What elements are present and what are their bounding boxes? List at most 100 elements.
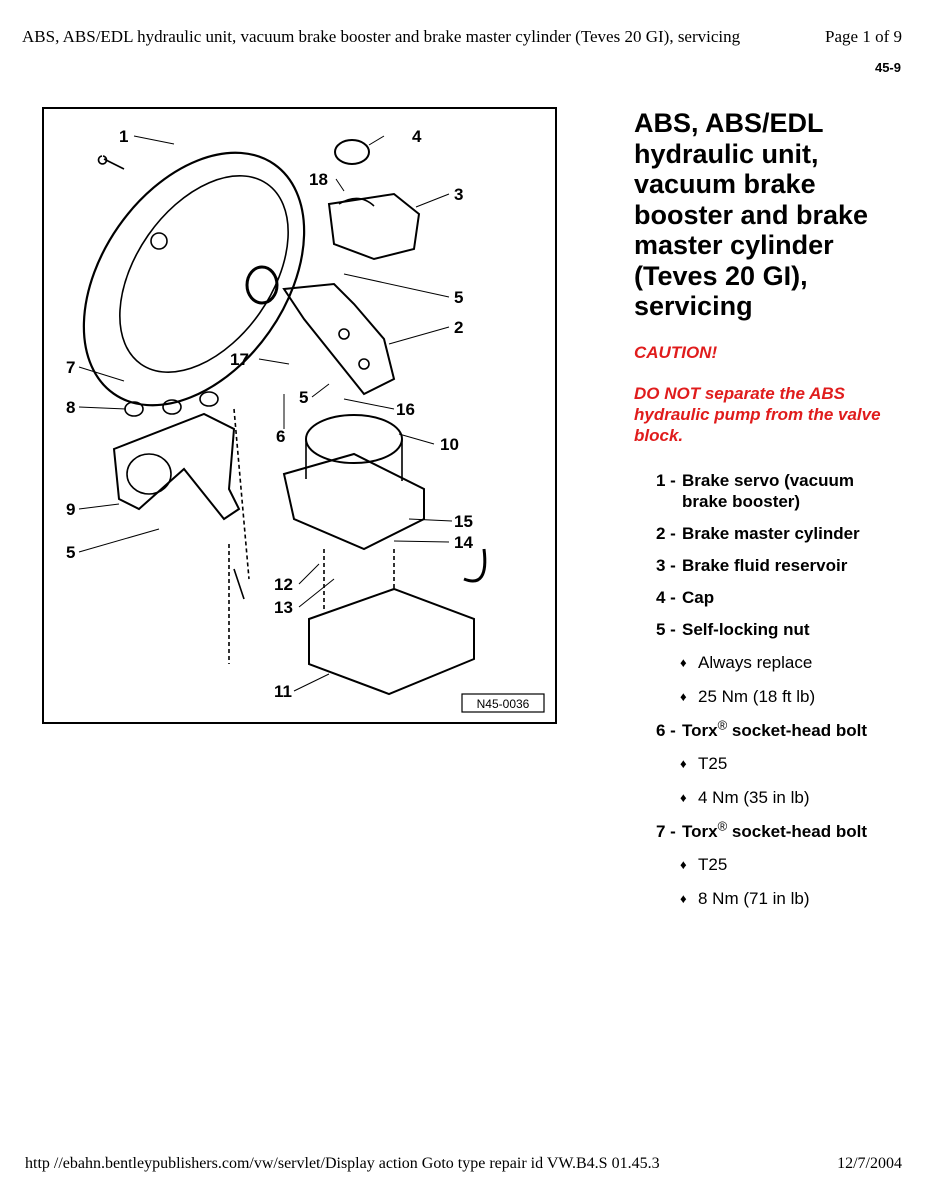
item-label: Brake master cylinder — [682, 523, 860, 543]
leader-7 — [78, 366, 125, 382]
callout-18: 18 — [309, 170, 328, 189]
list-item: 6 - Torx® socket-head bolt — [656, 716, 909, 741]
right-column: ABS, ABS/EDL hydraulic unit, vacuum brak… — [634, 108, 909, 922]
leader-1 — [133, 135, 175, 145]
list-item: 7 - Torx® socket-head bolt — [656, 817, 909, 842]
callout-11: 11 — [274, 682, 292, 701]
leader-16 — [343, 398, 395, 410]
leader-17 — [258, 358, 290, 365]
figure-code: N45-0036 — [477, 697, 530, 711]
leader-4 — [368, 135, 385, 146]
item-number: 5 - — [656, 619, 676, 639]
caution-heading: CAUTION! — [634, 342, 718, 362]
list-item: 3 - Brake fluid reservoir — [656, 555, 909, 576]
sub-note: ♦ 8 Nm (71 in lb) — [656, 888, 909, 909]
warning-text: DO NOT separate the ABS hydraulic pump f… — [634, 383, 881, 445]
item-number: 2 - — [656, 523, 676, 543]
item-label-a: Torx — [682, 821, 718, 841]
callout-10: 10 — [440, 435, 459, 454]
pump-motor-body — [305, 439, 403, 481]
page-footer: http //ebahn.bentleypublishers.com/vw/se… — [25, 1155, 902, 1173]
booster-boss-shape — [150, 232, 168, 250]
item-label: Cap — [682, 587, 715, 607]
diamond-bullet-icon: ♦ — [680, 688, 687, 704]
sub-note: ♦ 4 Nm (35 in lb) — [656, 787, 909, 808]
grommet-2 — [162, 399, 182, 415]
callout-2: 2 — [454, 318, 463, 337]
callout-4: 4 — [412, 127, 422, 146]
callout-6: 6 — [276, 427, 285, 446]
section-code: 45-9 — [874, 60, 901, 75]
callout-5b: 5 — [299, 388, 308, 407]
callout-1: 1 — [119, 127, 128, 146]
pump-motor-shape — [305, 414, 403, 464]
sub-note: ♦ T25 — [656, 753, 909, 774]
bracket-hole-shape — [126, 453, 172, 495]
callout-5a: 5 — [454, 288, 463, 307]
master-cylinder-port-b — [358, 358, 370, 370]
booster-inner-shape — [119, 175, 289, 373]
leader-12 — [298, 563, 320, 585]
leader-9 — [78, 503, 120, 510]
hydraulic-unit-shape — [282, 452, 425, 551]
reservoir-neck-shape — [338, 197, 375, 207]
callout-12: 12 — [274, 575, 293, 594]
parts-list: 1 - Brake servo (vacuum brake booster) 2… — [634, 470, 909, 909]
registered-mark: ® — [717, 716, 728, 732]
callout-17: 17 — [230, 350, 249, 369]
exploded-view-figure: 1 2 3 4 5 5 5 6 7 8 9 10 11 12 13 14 15 … — [42, 107, 557, 724]
leader-5b — [311, 383, 330, 398]
item-number: 4 - — [656, 587, 676, 607]
list-item: 4 - Cap — [656, 587, 909, 608]
item-number: 1 - — [656, 470, 676, 490]
footer-url: http //ebahn.bentleypublishers.com/vw/se… — [25, 1155, 660, 1172]
diamond-bullet-icon: ♦ — [680, 789, 687, 805]
master-cylinder-port-a — [338, 328, 350, 340]
callout-16: 16 — [396, 400, 415, 419]
leader-3 — [415, 193, 450, 208]
diamond-bullet-icon: ♦ — [680, 856, 687, 872]
list-item: 1 - Brake servo (vacuum brake booster) — [656, 470, 909, 512]
sub-note-text: 8 Nm (71 in lb) — [698, 888, 810, 908]
item-number: 6 - — [656, 720, 676, 740]
leader-5c — [78, 528, 160, 553]
footer-date: 12/7/2004 — [837, 1155, 902, 1172]
exploded-view-drawing: 1 2 3 4 5 5 5 6 7 8 9 10 11 12 13 14 15 … — [66, 127, 545, 713]
registered-mark: ® — [717, 817, 728, 833]
fitting-shape — [233, 568, 245, 600]
leader-18 — [335, 178, 345, 192]
item-label: Brake fluid reservoir — [682, 555, 848, 575]
leader-14 — [393, 540, 450, 543]
item-label: Torx® socket-head bolt — [682, 817, 882, 842]
booster-outer-shape — [82, 151, 306, 407]
leader-10 — [398, 433, 435, 445]
header-page-number: Page 1 of 9 — [825, 27, 902, 46]
item-label: Brake servo (vacuum brake booster) — [682, 470, 854, 511]
booster-seal-shape — [245, 265, 279, 305]
sub-note: ♦ Always replace — [656, 652, 909, 673]
sub-note-text: T25 — [698, 854, 728, 874]
document-title: ABS, ABS/EDL hydraulic unit, vacuum brak… — [634, 108, 869, 321]
figure-code-box — [461, 693, 545, 713]
sub-note-text: Always replace — [698, 652, 813, 672]
reservoir-shape — [327, 192, 421, 261]
hose-shape — [463, 548, 487, 583]
item-label: Torx® socket-head bolt — [682, 716, 882, 741]
master-cylinder-shape — [282, 282, 396, 396]
leader-8 — [78, 406, 127, 410]
callout-3: 3 — [454, 185, 463, 204]
callout-7: 7 — [66, 358, 75, 377]
callout-14: 14 — [454, 533, 473, 552]
leader-2 — [388, 326, 450, 345]
callout-15: 15 — [454, 512, 473, 531]
booster-pushrod-shape — [97, 155, 125, 170]
item-number: 7 - — [656, 821, 676, 841]
item-label-b: socket-head bolt — [727, 821, 867, 841]
diamond-bullet-icon: ♦ — [680, 890, 687, 906]
item-label: Self-locking nut — [682, 619, 810, 639]
diamond-bullet-icon: ♦ — [680, 755, 687, 771]
diamond-bullet-icon: ♦ — [680, 654, 687, 670]
sub-note: ♦ 25 Nm (18 ft lb) — [656, 686, 909, 707]
leader-11 — [293, 673, 330, 692]
leader-13 — [298, 578, 335, 608]
